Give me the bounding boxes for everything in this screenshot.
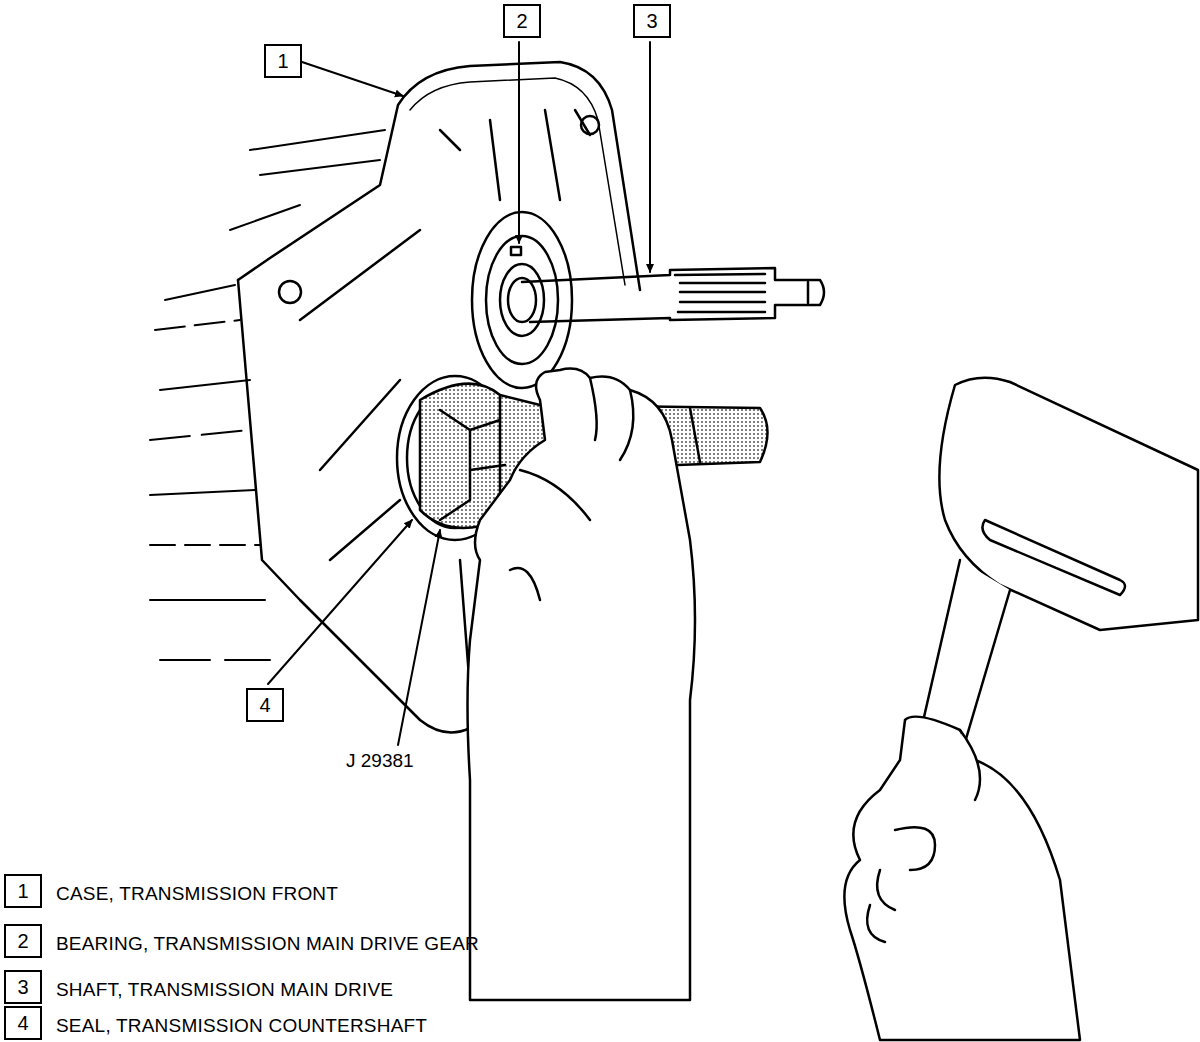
drawing-part <box>160 659 270 661</box>
key-entry: 1 CASE, TRANSMISSION FRONT <box>4 874 338 908</box>
drawing-part <box>150 599 265 601</box>
drawing-part <box>620 390 633 460</box>
background-case <box>150 130 385 660</box>
drawing-part <box>877 870 895 910</box>
callout-number: 3 <box>633 4 671 38</box>
drawing-part <box>680 291 765 294</box>
drawing-part <box>472 212 572 388</box>
hand <box>468 369 696 1000</box>
drawing-part <box>518 42 520 243</box>
drawing-part <box>500 264 544 336</box>
leader-lines <box>268 42 650 745</box>
drawing-part <box>508 278 536 322</box>
drawing-part <box>522 268 824 322</box>
drawing-part <box>238 62 640 290</box>
drawing-part <box>590 378 597 440</box>
drawing-part <box>680 301 765 304</box>
part-name: SHAFT, TRANSMISSION MAIN DRIVE <box>56 979 393 1001</box>
callout-box: 1 <box>264 44 302 78</box>
drawing-part <box>440 130 460 150</box>
drawing-part <box>960 730 980 800</box>
drawing-part <box>300 230 420 320</box>
drawing-part <box>680 282 765 285</box>
drawing-part <box>545 110 560 200</box>
drawing-part <box>982 520 1125 595</box>
callout-box: 4 <box>246 688 284 722</box>
drawing-part <box>150 544 260 546</box>
drawing-part <box>440 410 470 520</box>
hammer <box>844 378 1198 1040</box>
callout-number: 1 <box>4 874 42 908</box>
drawing-part <box>268 520 412 684</box>
drawing-part <box>690 408 700 462</box>
drawing-part <box>675 274 765 275</box>
drawing-part <box>279 281 301 303</box>
drawing-part <box>165 285 235 300</box>
key-entry: 4 SEAL, TRANSMISSION COUNTERSHAFT <box>4 1006 427 1040</box>
callout-number: 4 <box>246 688 284 722</box>
drawing-part <box>302 62 403 96</box>
callout-number: 2 <box>503 4 541 38</box>
key-entry: 2 BEARING, TRANSMISSION MAIN DRIVE GEAR <box>4 924 479 958</box>
drawing-part <box>155 320 240 330</box>
callout-number: 2 <box>4 924 42 958</box>
tool-number: J 29381 <box>344 750 416 772</box>
main-drive-shaft <box>522 268 824 322</box>
drawing-part <box>320 380 400 470</box>
key-entry: 3 SHAFT, TRANSMISSION MAIN DRIVE <box>4 970 393 1004</box>
drawing-part <box>250 130 385 150</box>
drawing-part <box>807 282 810 303</box>
callout-number: 4 <box>4 1006 42 1040</box>
drawing-part <box>468 369 696 1000</box>
drawing-part <box>470 420 500 430</box>
drawing-part <box>844 717 1080 1040</box>
part-name: SEAL, TRANSMISSION COUNTERSHAFT <box>56 1015 427 1037</box>
drawing-part <box>678 311 765 314</box>
part-name: BEARING, TRANSMISSION MAIN DRIVE GEAR <box>56 933 479 955</box>
drawing-part <box>410 78 625 285</box>
drawing-part <box>511 247 521 255</box>
drawing-part <box>486 236 558 364</box>
drawing-part <box>510 568 540 600</box>
callout-number: 1 <box>264 44 302 78</box>
callout-box: 3 <box>633 4 671 38</box>
drawing-part <box>150 430 250 440</box>
drawing-part <box>895 827 935 870</box>
drawing-part <box>150 490 255 495</box>
drawing-part <box>867 905 885 942</box>
drawing-part <box>490 120 500 200</box>
drawing-part <box>649 42 651 272</box>
drawing-part <box>230 205 300 230</box>
bearing <box>472 212 572 388</box>
drawing-part <box>260 160 380 175</box>
part-name: CASE, TRANSMISSION FRONT <box>56 883 338 905</box>
drawing-part <box>520 470 590 520</box>
drawing-part <box>398 530 440 745</box>
drawing-part <box>581 116 599 134</box>
drawing-part <box>330 500 400 560</box>
callout-box: 2 <box>503 4 541 38</box>
drawing-part <box>160 380 250 390</box>
callout-number: 3 <box>4 970 42 1004</box>
